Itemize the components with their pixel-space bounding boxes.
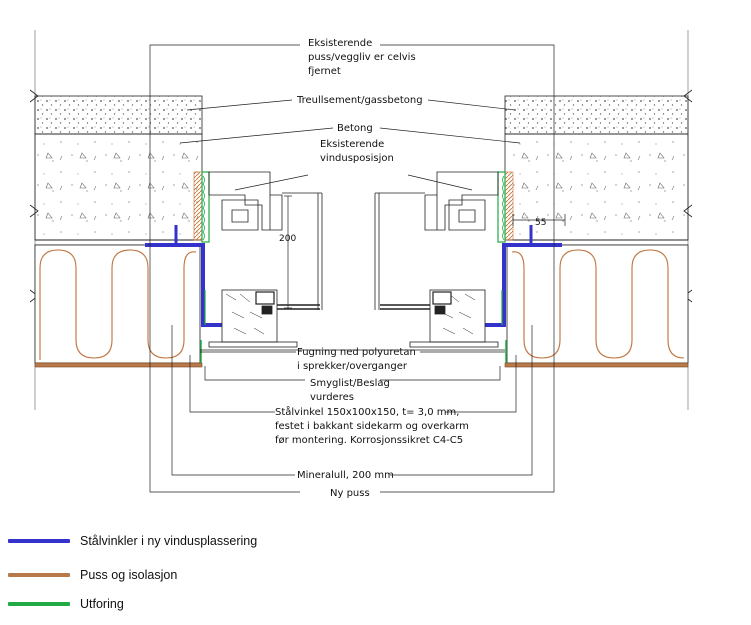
legend-swatch-blue: [8, 539, 70, 543]
label-fugning-2: i sprekker/overganger: [297, 361, 408, 372]
hatched-strip-left: [193, 171, 203, 241]
legend-label: Puss og isolasjon: [80, 568, 178, 582]
label-fugning-1: Fugning ned polyuretan: [297, 347, 416, 358]
legend-label: Stålvinkler i ny vindusplassering: [80, 534, 258, 548]
label-eksisterende-vindu-2: vindusposisjon: [320, 153, 394, 164]
label-smyglist-1: Smyglist/Beslag: [310, 378, 390, 389]
mineral-wool-waves-left: [39, 249, 197, 360]
dimension-55-text: 55: [535, 218, 546, 228]
label-treullsement: Treullsement/gassbetong: [296, 95, 423, 106]
label-eksisterende-vindu-1: Eksisterende: [320, 139, 384, 150]
utforing-left: [201, 171, 210, 243]
treullsement-layer-right: [504, 95, 689, 135]
label-stalvinkel-2: festet i bakkant sidekarm og overkarm: [275, 421, 469, 432]
legend-label: Utforing: [80, 597, 124, 611]
label-betong: Betong: [337, 123, 373, 134]
steel-angle-right: [485, 243, 562, 327]
legend-item-stalvinkler: Stålvinkler i ny vindusplassering: [8, 532, 257, 550]
utforing-right: [497, 171, 506, 243]
treullsement-layer-left: [34, 95, 203, 135]
left-wall: [29, 30, 222, 410]
label-eksisterende-puss-3: fjernet: [308, 66, 341, 77]
right-wall: [485, 30, 693, 410]
label-ny-puss: Ny puss: [330, 488, 370, 499]
dimension-55: [512, 214, 566, 226]
label-mineralull: Mineralull, 200 mm: [297, 470, 394, 481]
mineral-wool-waves-right: [511, 249, 685, 359]
label-stalvinkel-1: Stålvinkel 150x100x150, t= 3,0 mm,: [275, 405, 459, 418]
concrete-wall-right: [504, 133, 689, 241]
legend-swatch-brown: [8, 573, 70, 577]
legend-item-utforing: Utforing: [8, 595, 124, 613]
annotation-labels: Eksisterende puss/veggliv er celvis fjer…: [275, 38, 469, 499]
hatched-strip-right: [504, 171, 514, 241]
label-stalvinkel-3: før montering. Korrosjonssikret C4-C5: [275, 435, 463, 446]
render-right: [504, 362, 689, 368]
legend-item-puss: Puss og isolasjon: [8, 566, 177, 584]
render-left: [34, 362, 203, 368]
existing-window: [208, 150, 499, 370]
steel-angle-left: [145, 243, 222, 327]
mineral-wool-right: [506, 244, 689, 364]
leader-lines: [149, 44, 555, 493]
label-eksisterende-puss-1: Eksisterende: [308, 38, 372, 49]
dimension-200: 200: [279, 234, 296, 244]
label-smyglist-2: vurderes: [310, 392, 354, 403]
label-eksisterende-puss-2: puss/veggliv er celvis: [308, 52, 416, 63]
mineral-wool-left: [34, 244, 201, 364]
concrete-wall-left: [34, 133, 203, 241]
new-window: [200, 289, 505, 351]
legend-swatch-green: [8, 602, 70, 606]
